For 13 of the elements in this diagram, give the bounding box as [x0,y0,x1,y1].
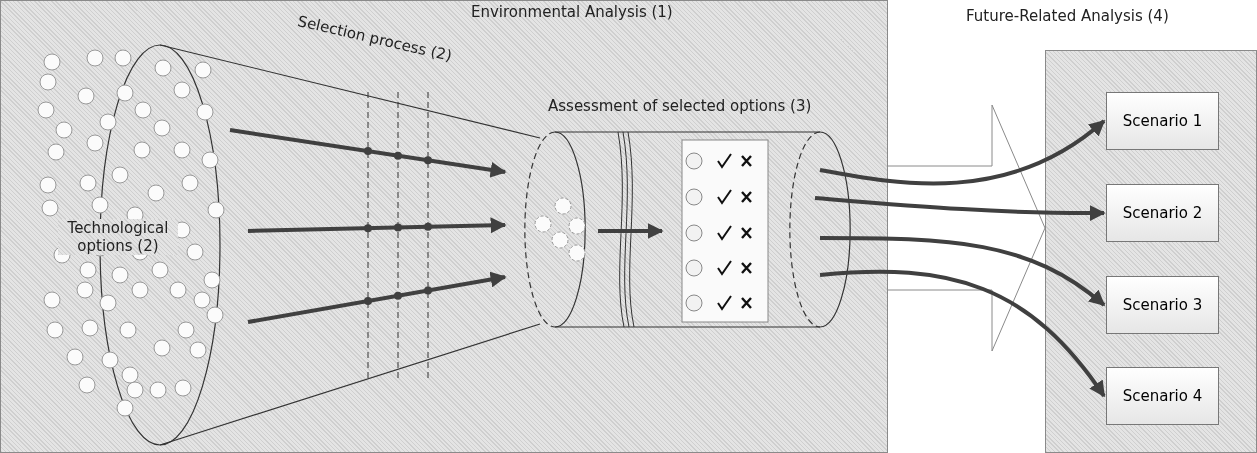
panel-heading: Environmental Analysis (1) [471,3,673,21]
panel-heading: Future-Related Analysis (4) [966,7,1169,25]
arrow [820,236,1106,307]
block-arrow [887,104,1046,352]
scenario-box: Scenario 2 [1106,184,1219,242]
scenario-box: Scenario 3 [1106,276,1219,334]
arrow [819,119,1106,186]
annotation-label: Assessment of selected options (3) [548,97,812,115]
arrow [814,196,1106,222]
scenario-box: Scenario 1 [1106,92,1219,150]
scenario-box: Scenario 4 [1106,367,1219,425]
annotation-label: Technological options (2) [58,219,178,255]
arrow [819,269,1106,398]
